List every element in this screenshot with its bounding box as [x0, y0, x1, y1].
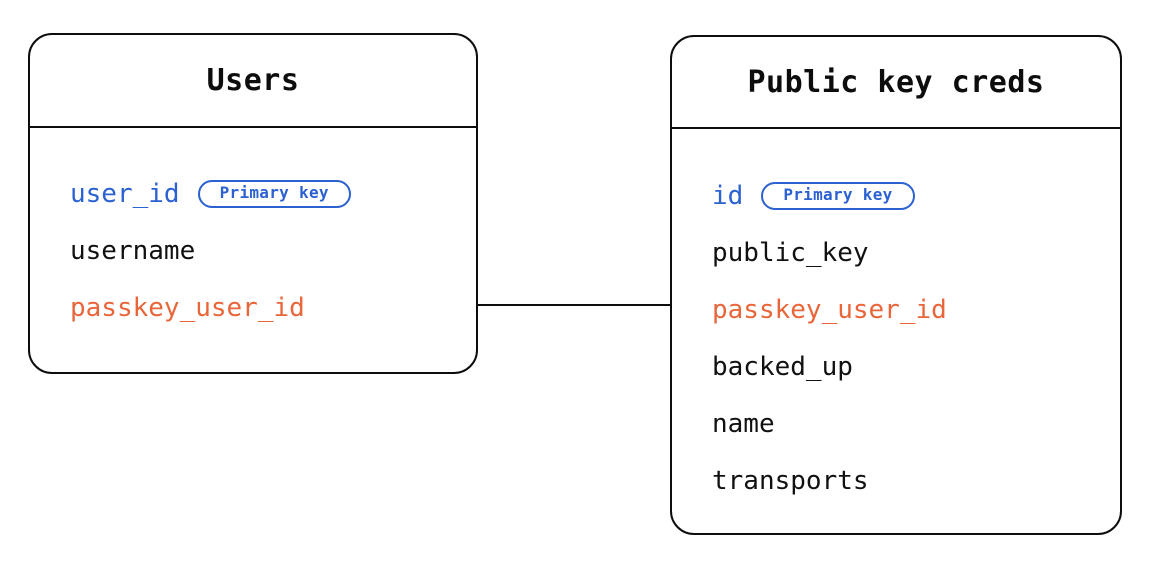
field-name-name: name	[712, 408, 775, 439]
field-row[interactable]: passkey_user_id	[712, 281, 1120, 338]
entity-public-key-creds-header: Public key creds	[672, 37, 1120, 129]
entity-users-field-list: user_id Primary key username passkey_use…	[30, 165, 476, 336]
field-row[interactable]: backed_up	[712, 338, 1120, 395]
relationship-connector-users-public-key-creds	[477, 304, 671, 306]
field-row[interactable]: public_key	[712, 224, 1120, 281]
field-name-username: username	[70, 235, 196, 266]
field-name-user-id: user_id	[70, 178, 180, 209]
field-name-public-key: public_key	[712, 237, 869, 268]
entity-users-header: Users	[30, 35, 476, 128]
field-name-transports: transports	[712, 465, 869, 496]
field-row[interactable]: passkey_user_id	[70, 279, 476, 336]
entity-users-title: Users	[206, 63, 300, 98]
field-row[interactable]: user_id Primary key	[70, 165, 476, 222]
entity-public-key-creds[interactable]: Public key creds id Primary key public_k…	[670, 35, 1122, 535]
field-row[interactable]: transports	[712, 452, 1120, 509]
field-row[interactable]: id Primary key	[712, 167, 1120, 224]
field-row[interactable]: username	[70, 222, 476, 279]
field-row[interactable]: name	[712, 395, 1120, 452]
field-name-passkey-user-id: passkey_user_id	[70, 292, 305, 323]
primary-key-badge: Primary key	[761, 181, 915, 210]
field-name-id: id	[712, 180, 744, 211]
primary-key-badge: Primary key	[197, 179, 351, 208]
entity-users[interactable]: Users user_id Primary key username passk…	[28, 33, 478, 374]
entity-public-key-creds-title: Public key creds	[747, 64, 1045, 100]
entity-public-key-creds-field-list: id Primary key public_key passkey_user_i…	[672, 167, 1120, 509]
field-name-passkey-user-id: passkey_user_id	[712, 294, 947, 325]
field-name-backed-up: backed_up	[712, 351, 853, 382]
